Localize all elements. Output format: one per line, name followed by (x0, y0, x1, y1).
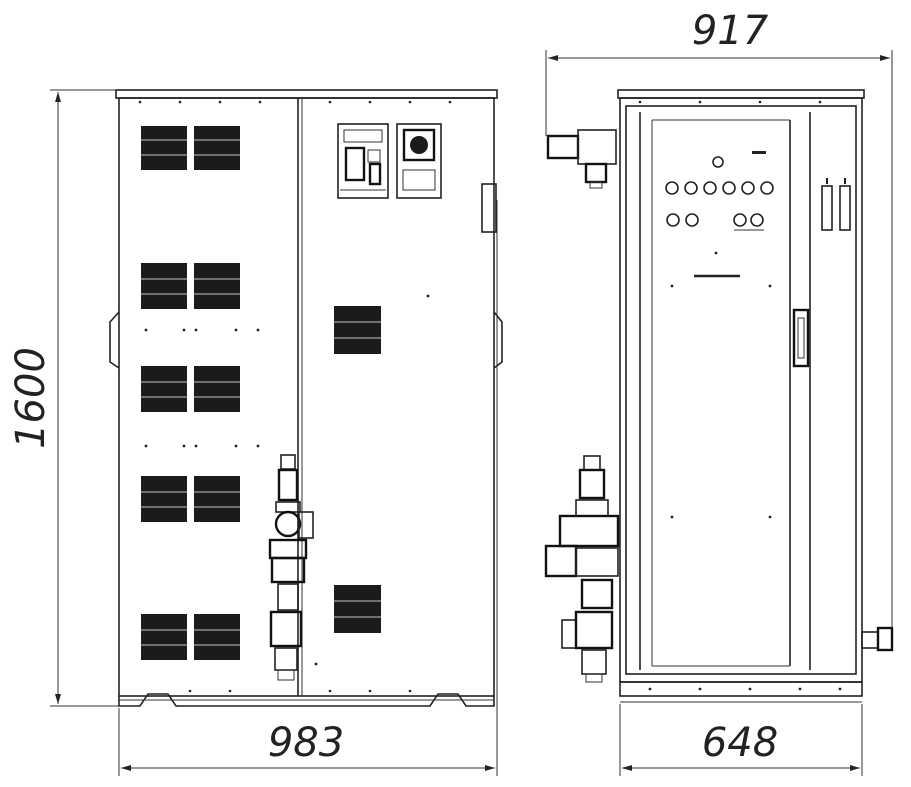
side-switch-left (821, 185, 833, 231)
dimension-side-depth-total-label: 917 (692, 8, 769, 54)
vent-grille (141, 263, 187, 309)
vent-grille (334, 306, 381, 354)
dimension-front-width: 983 (118, 200, 498, 776)
side-top-pipe-fitting (546, 129, 617, 189)
side-view (544, 89, 894, 703)
front-base-plinth (118, 693, 495, 707)
side-switch-right (839, 185, 851, 231)
dimension-side-depth-body: 648 (619, 704, 863, 776)
front-control-panel-right (396, 123, 442, 199)
front-top-rivets (138, 100, 452, 104)
dimension-height-label: 1600 (8, 347, 54, 449)
front-right-hinge (493, 311, 503, 369)
front-vent-grilles-right (334, 306, 381, 633)
vent-grille (194, 126, 240, 170)
vent-grille (194, 614, 240, 660)
vent-grille (141, 476, 187, 522)
vent-grille (334, 585, 381, 633)
side-indicator-panel (665, 151, 774, 278)
vent-grille (141, 126, 187, 170)
vent-grille (194, 366, 240, 412)
front-cabinet-body (118, 97, 495, 697)
dimension-side-depth-total: 917 (545, 8, 893, 628)
side-valve-assembly (544, 455, 620, 683)
vent-grille (141, 614, 187, 660)
side-base (619, 681, 863, 697)
side-door-handle (792, 308, 810, 368)
front-bottom-rivets (188, 689, 412, 693)
vent-grille (141, 366, 187, 412)
front-side-latch (481, 183, 497, 233)
side-outlet-fitting (861, 626, 894, 652)
dimension-height: 1600 (8, 89, 119, 707)
front-top-lid (115, 89, 498, 99)
front-left-hinge (109, 311, 120, 369)
front-control-panel-left (337, 123, 389, 199)
front-vent-grilles-left (141, 126, 240, 660)
front-valve-assembly (268, 454, 314, 681)
side-top-lid (617, 89, 865, 99)
front-bolt-rows (144, 294, 430, 666)
vent-grille (194, 263, 240, 309)
dimension-front-width-label: 983 (268, 720, 344, 766)
vent-grille (194, 476, 240, 522)
dimension-side-depth-body-label: 648 (702, 720, 778, 766)
front-view (109, 89, 503, 707)
